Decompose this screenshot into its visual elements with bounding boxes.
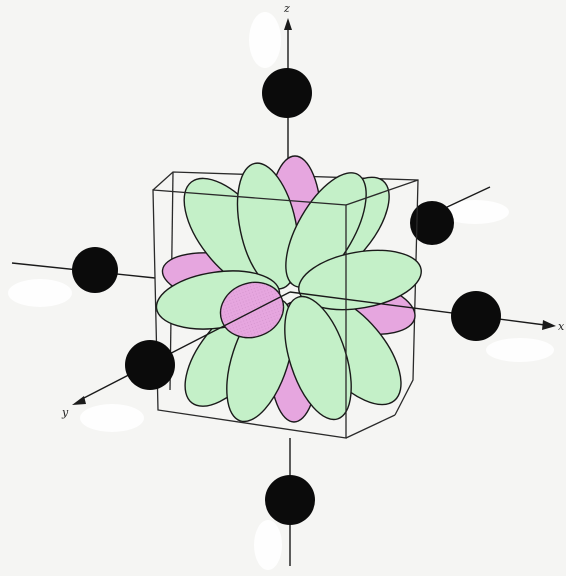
ligand-top: [262, 68, 312, 118]
z-axis-label: z: [283, 2, 290, 15]
y-axis-label: y: [61, 406, 69, 419]
ligand-right: [451, 291, 501, 341]
ligand-front: [125, 340, 175, 390]
y-axis-arrowhead: [72, 396, 86, 405]
ligand-left: [72, 247, 118, 293]
ligand-bottom: [265, 475, 315, 525]
z-axis-arrowhead: [284, 18, 292, 30]
x-axis-label: x: [558, 320, 565, 333]
x-axis-arrowhead: [542, 320, 556, 330]
